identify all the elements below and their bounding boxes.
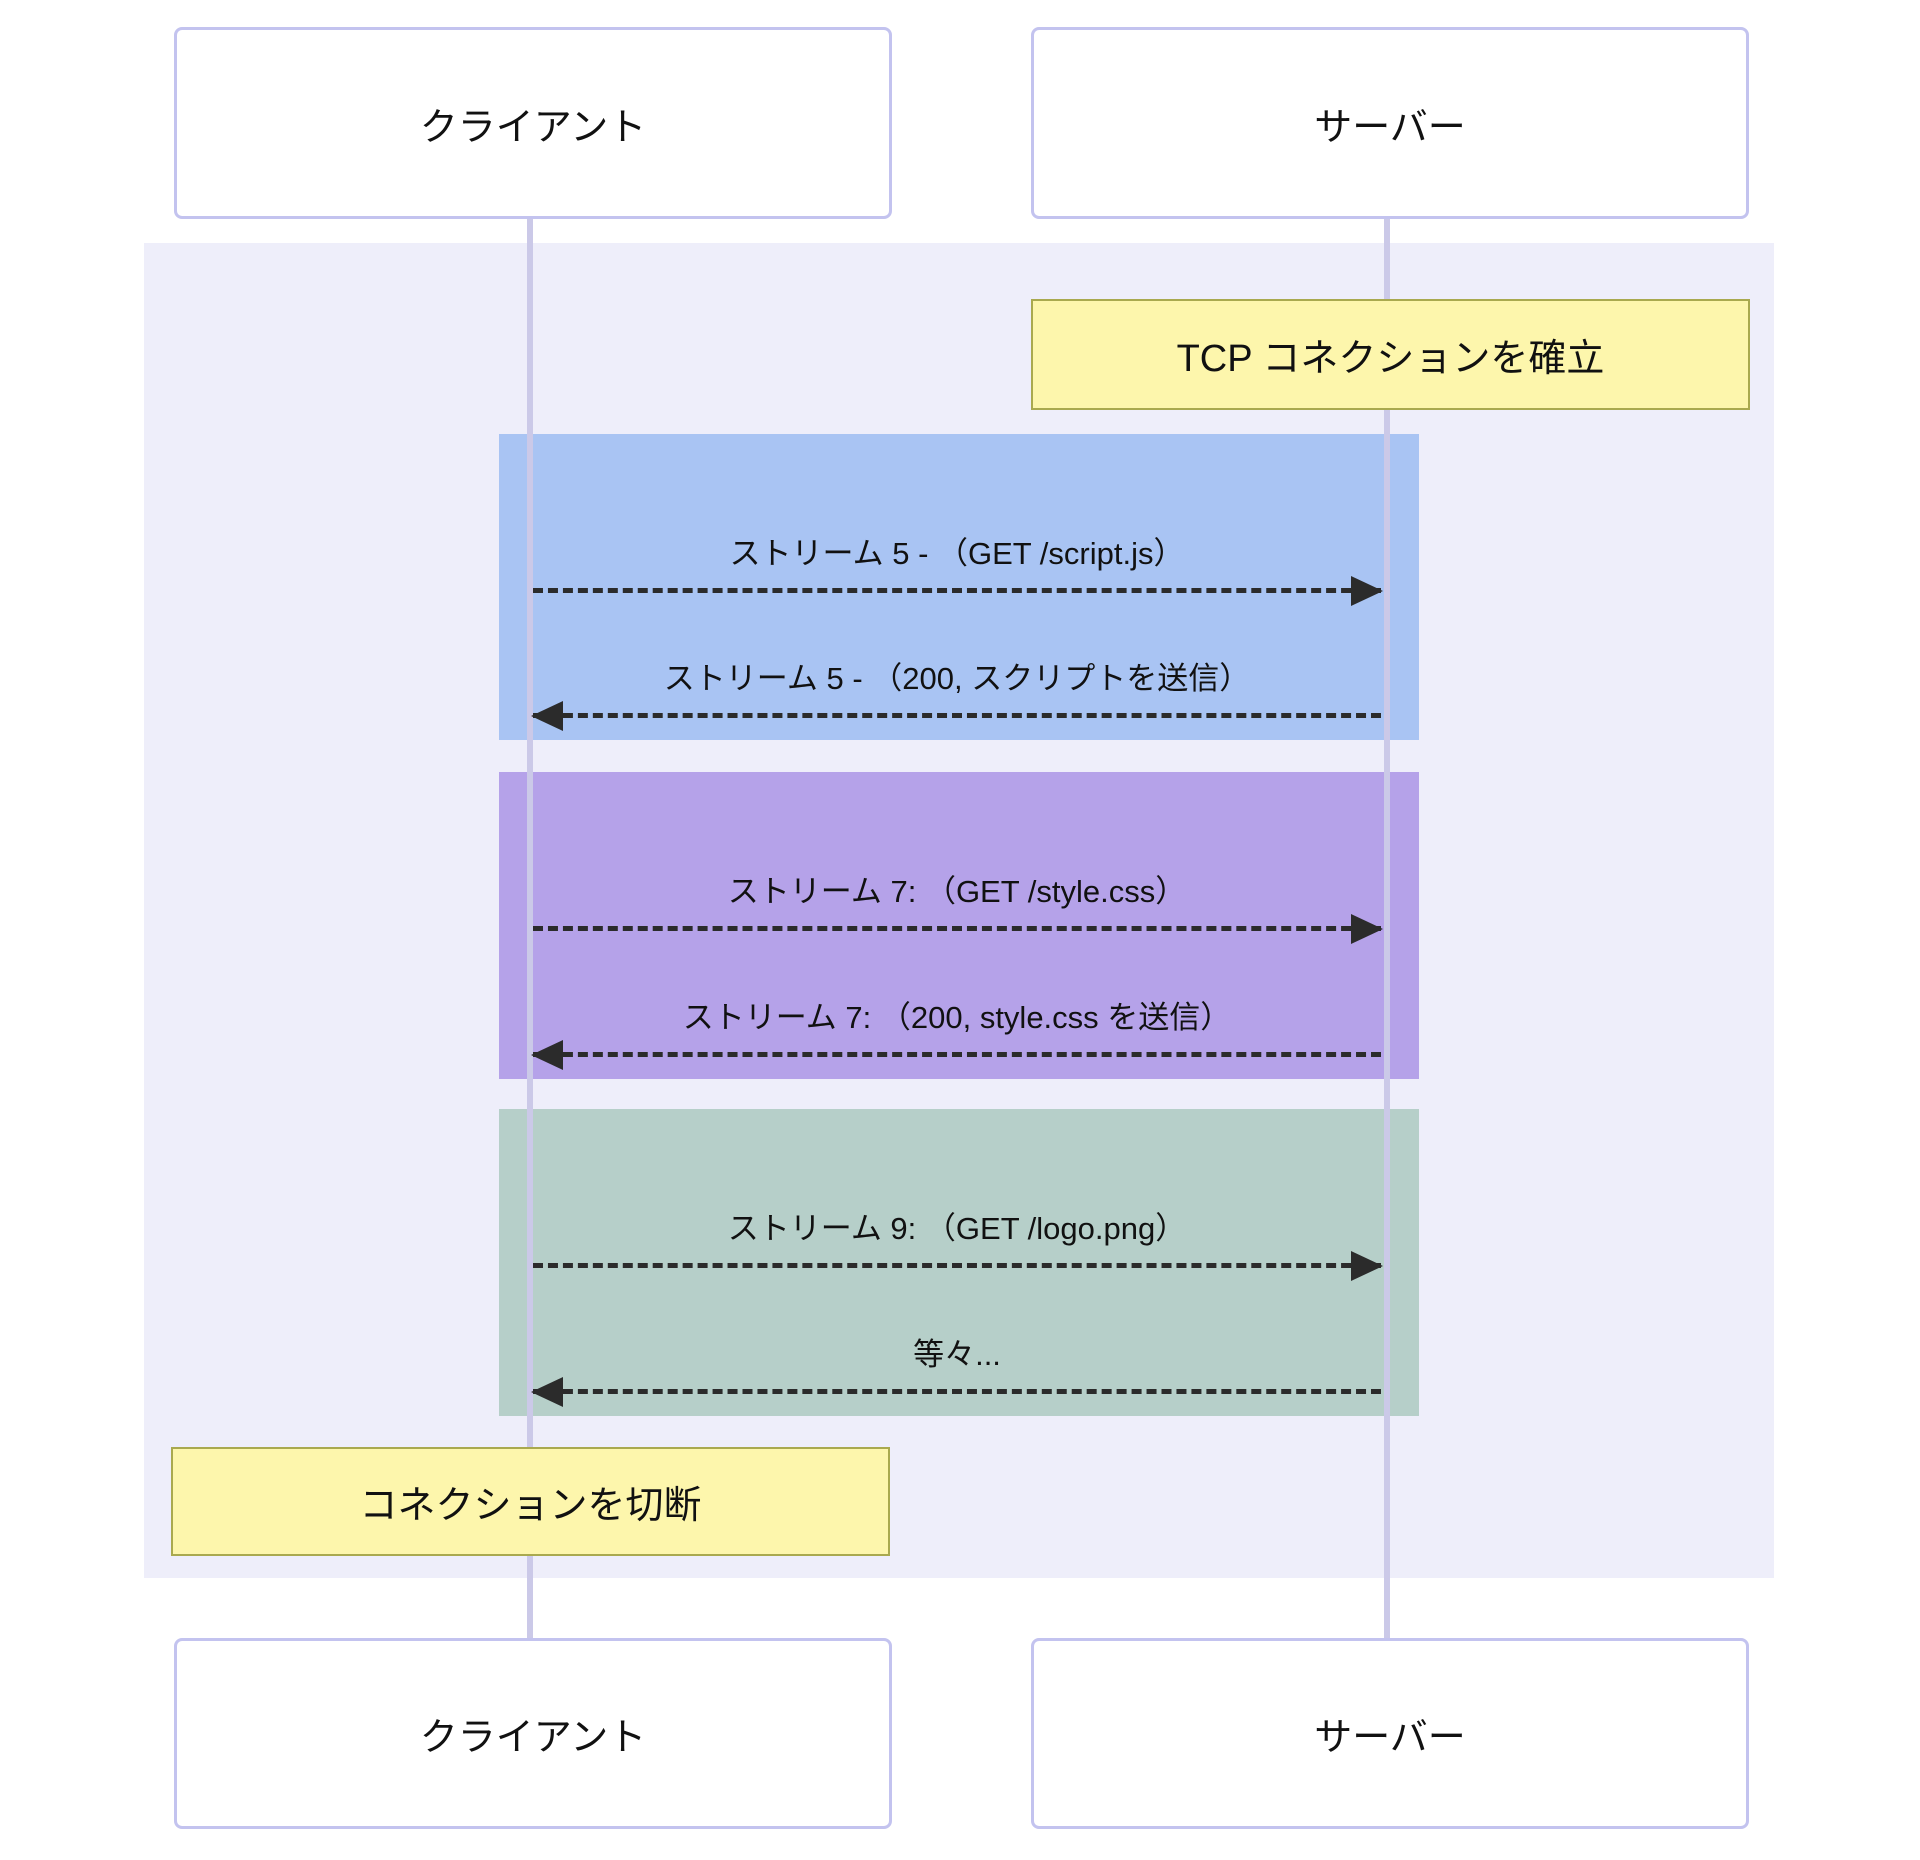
note-tcp-establish-label: TCP コネクションを確立 [1176,338,1605,380]
client-lifeline [527,213,533,1638]
note-disconnect-label: コネクションを切断 [359,1485,702,1527]
message-stream9-etc: 等々... [531,1331,1381,1407]
actor-label-server-top: サーバー [1314,106,1466,149]
actor-box-server-top: サーバー [1031,27,1749,219]
actor-label-server-bottom: サーバー [1314,1717,1466,1759]
arrowhead-right-icon [1351,1251,1383,1281]
arrowhead-right-icon [1351,914,1383,944]
arrowhead-right-icon [1351,576,1383,606]
arrowhead-left-icon [531,1040,563,1070]
actor-box-client-bottom: クライアント [174,1638,892,1829]
stream-7-group [499,772,1419,1079]
message-stream5-response: ストリーム 5 - （200, スクリプトを送信） [531,655,1381,731]
actor-label-client-top: クライアント [419,106,647,149]
arrowhead-left-icon [531,701,563,731]
note-disconnect: コネクションを切断 [171,1447,890,1556]
arrowhead-left-icon [531,1377,563,1407]
message-stream7-request: ストリーム 7: （GET /style.css） [533,868,1383,944]
message-stream5-request: ストリーム 5 - （GET /script.js） [533,530,1383,606]
dashed-arrow-line [533,576,1383,606]
message-stream5-request-label: ストリーム 5 - （GET /script.js） [729,536,1185,571]
note-tcp-establish: TCP コネクションを確立 [1031,299,1750,410]
message-stream7-request-label: ストリーム 7: （GET /style.css） [727,874,1187,909]
dashed-arrow-line [531,1377,1381,1407]
dashed-arrow-line [531,701,1381,731]
message-stream9-etc-label: 等々... [913,1337,1001,1372]
dashed-arrow-line [533,914,1383,944]
message-stream5-response-label: ストリーム 5 - （200, スクリプトを送信） [663,661,1251,696]
actor-box-server-bottom: サーバー [1031,1638,1749,1829]
stream-5-group [499,434,1419,740]
dashed-arrow-line [531,1040,1381,1070]
stream-9-group [499,1109,1419,1416]
server-lifeline [1384,213,1390,1638]
message-stream9-request: ストリーム 9: （GET /logo.png） [533,1205,1383,1281]
message-stream9-request-label: ストリーム 9: （GET /logo.png） [727,1211,1187,1246]
dashed-arrow-line [533,1251,1383,1281]
message-stream7-response-label: ストリーム 7: （200, style.css を送信） [682,1000,1232,1035]
actor-box-client-top: クライアント [174,27,892,219]
message-stream7-response: ストリーム 7: （200, style.css を送信） [531,994,1381,1070]
actor-label-client-bottom: クライアント [419,1717,647,1759]
